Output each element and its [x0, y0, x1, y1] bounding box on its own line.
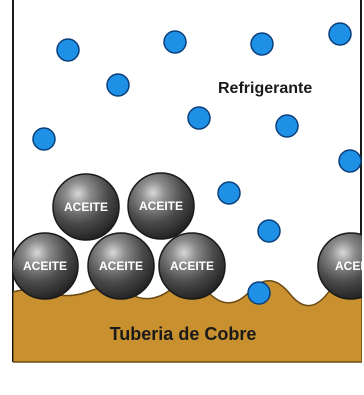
refrigerant-dot	[56, 38, 80, 62]
refrigerant-dot	[247, 281, 271, 305]
oil-balls: ACEITE ACEITE ACEITE ACEITE ACEITE ACEI	[13, 172, 364, 300]
refrigerant-dot	[250, 32, 274, 56]
oil-ball-label: ACEITE	[139, 199, 183, 213]
refrigerant-label: Refrigerante	[218, 80, 312, 97]
oil-ball: ACEITE	[127, 172, 195, 240]
oil-ball-label: ACEITE	[170, 259, 214, 273]
oil-ball-label: ACEITE	[23, 259, 67, 273]
refrigerant-dots	[32, 22, 362, 305]
oil-ball-partial-label: ACEI	[335, 259, 364, 273]
refrigerant-dot	[32, 127, 56, 151]
oil-ball: ACEITE	[158, 232, 226, 300]
oil-ball: ACEITE	[87, 232, 155, 300]
refrigerant-dot	[106, 73, 130, 97]
refrigerant-dot	[275, 114, 299, 138]
refrigerant-dot	[338, 149, 362, 173]
oil-ball: ACEITE	[52, 173, 120, 241]
refrigerant-dot	[328, 22, 352, 46]
oil-ball-partial: ACEI	[317, 232, 364, 300]
pipe-label: Tuberia de Cobre	[110, 324, 257, 344]
refrigerant-dot	[257, 219, 281, 243]
oil-ball-label: ACEITE	[99, 259, 143, 273]
refrigerant-dot	[217, 181, 241, 205]
oil-ball: ACEITE	[13, 232, 79, 300]
refrigerant-dot	[187, 106, 211, 130]
refrigerant-dot	[163, 30, 187, 54]
oil-ball-label: ACEITE	[64, 200, 108, 214]
